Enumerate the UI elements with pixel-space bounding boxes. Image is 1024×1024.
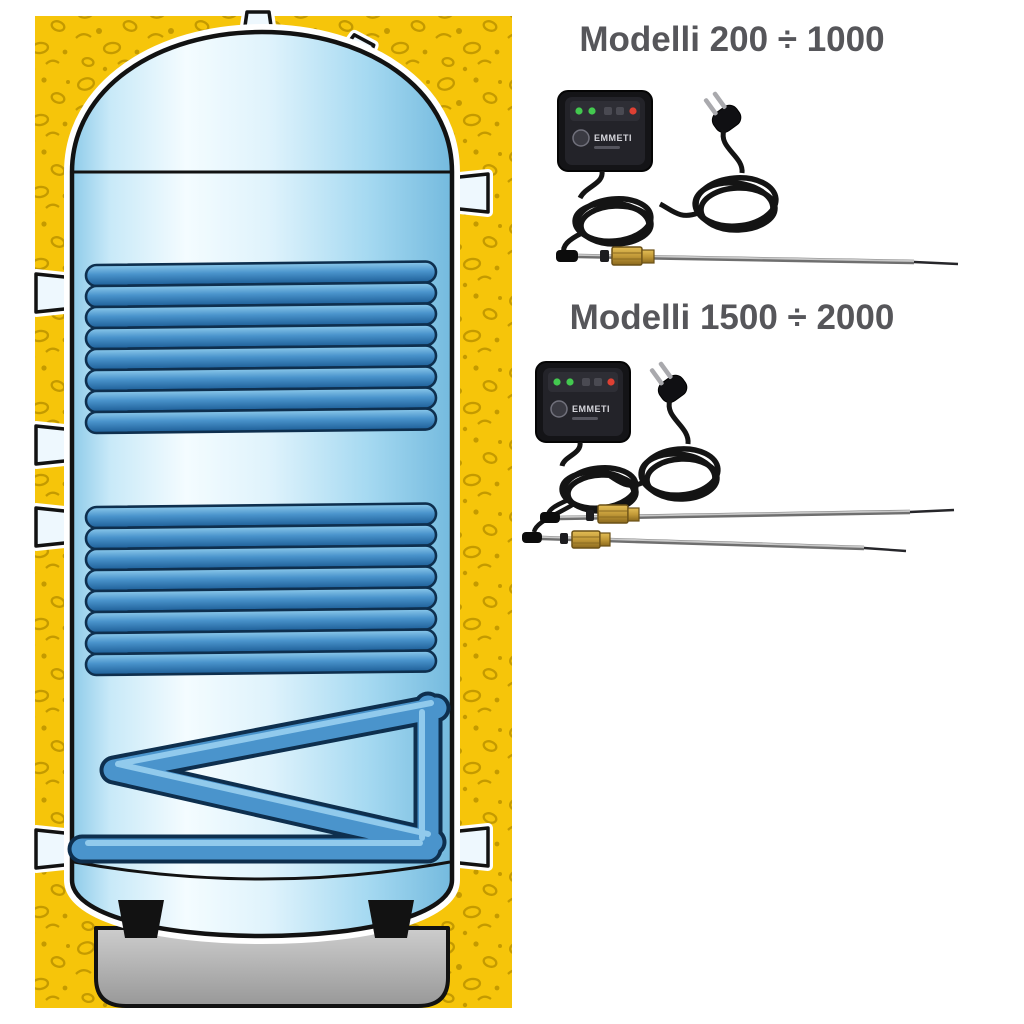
led-red-icon [629, 107, 637, 115]
led-green-icon [553, 378, 561, 386]
probe-rod [577, 246, 959, 266]
led-red-icon [607, 378, 615, 386]
bottom-weld-line [73, 860, 451, 881]
brand-badge: EMMETI [572, 129, 632, 149]
probe-rod-lower [541, 530, 907, 553]
model-title-200-1000: Modelli 200 ÷ 1000 [579, 20, 885, 59]
brand-label: EMMETI [572, 404, 610, 414]
brass-fitting [597, 504, 640, 524]
tank-base [94, 926, 450, 1008]
anode-protector-single-probe: EMMETI [556, 90, 959, 266]
probe-connector [556, 250, 578, 262]
status-leds [575, 107, 637, 115]
indicator-icon [582, 378, 590, 386]
brand-logo-icon [572, 129, 590, 147]
power-cable-coil [658, 129, 779, 233]
probe-connector [540, 512, 560, 523]
status-leds [553, 378, 615, 386]
brand-logo-icon [550, 400, 568, 418]
anode-protector-double-probe: EMMETI [522, 361, 955, 553]
control-unit: EMMETI [535, 361, 631, 443]
indicator-icon [594, 378, 602, 386]
indicator-icon [616, 107, 624, 115]
electric-heating-element [67, 691, 451, 864]
tank-feet [118, 900, 414, 938]
brass-fitting [611, 246, 655, 266]
brand-label: EMMETI [594, 133, 632, 143]
power-plug [703, 91, 742, 133]
lower-heat-exchanger-coil [84, 502, 438, 677]
probe-cable-coil [561, 170, 654, 254]
led-green-icon [588, 107, 596, 115]
indicator-icon [604, 107, 612, 115]
brass-fitting [571, 530, 611, 549]
upper-heat-exchanger-coil [84, 260, 438, 435]
power-plug [649, 361, 688, 403]
probe-rod-upper [559, 504, 955, 524]
model-title-1500-2000: Modelli 1500 ÷ 2000 [569, 298, 895, 337]
power-cable-coil [608, 399, 721, 502]
control-unit: EMMETI [557, 90, 653, 172]
led-green-icon [575, 107, 583, 115]
brand-badge: EMMETI [550, 400, 610, 420]
probe-connector [522, 532, 542, 543]
tank-illustration [0, 0, 512, 1008]
led-green-icon [566, 378, 574, 386]
models-panel: Modelli 200 ÷ 1000 [512, 0, 1024, 1024]
